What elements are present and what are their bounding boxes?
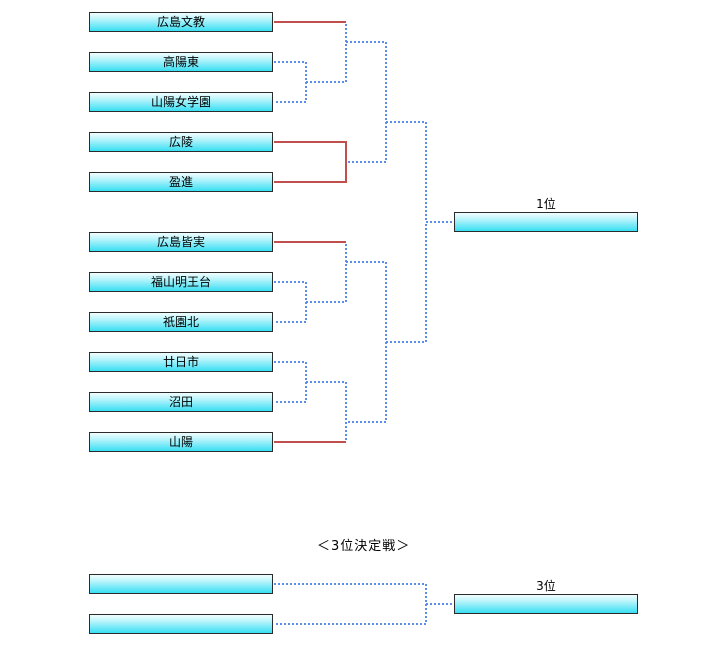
team-box: 広島皆実 <box>89 232 273 252</box>
team-box: 広陵 <box>89 132 273 152</box>
line-final-bottom <box>386 221 454 343</box>
third-place-box <box>454 594 638 614</box>
line-sf1 <box>346 41 387 163</box>
team-box: 祇園北 <box>89 312 273 332</box>
first-place-label: 1位 <box>536 197 556 211</box>
line-qf3-join <box>306 242 347 303</box>
third-place-label: 3位 <box>536 579 556 593</box>
team-box: 山陽 <box>89 432 273 452</box>
line-hatsukaichi <box>274 361 307 403</box>
team-box: 廿日市 <box>89 352 273 372</box>
line-fukuyama <box>274 281 307 323</box>
team-box: 山陽女学園 <box>89 92 273 112</box>
line-koryo <box>274 141 347 183</box>
team-box: 沼田 <box>89 392 273 412</box>
team-box: 福山明王台 <box>89 272 273 292</box>
line-koyohigashi <box>274 61 307 103</box>
third-place-team-box <box>89 574 273 594</box>
line-final-top <box>386 121 427 222</box>
team-box: 高陽東 <box>89 52 273 72</box>
team-box: 盈進 <box>89 172 273 192</box>
line-third-place <box>274 583 454 625</box>
third-place-title: ＜3位決定戦＞ <box>317 539 411 554</box>
first-place-box <box>454 212 638 232</box>
line-qf4-join <box>306 381 347 442</box>
team-box: 広島文教 <box>89 12 273 32</box>
line-sf2 <box>346 261 387 423</box>
line-qf1-join <box>306 22 347 83</box>
third-place-team-box <box>89 614 273 634</box>
